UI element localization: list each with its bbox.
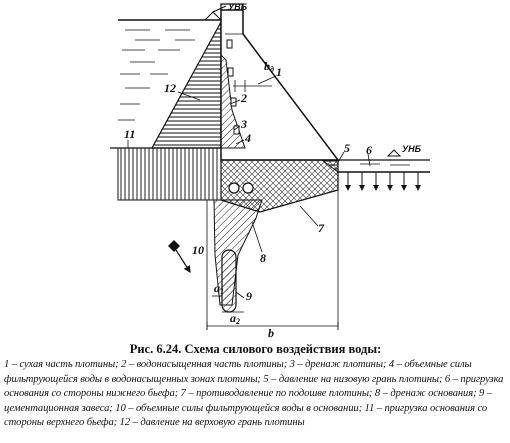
- label-8: 8: [260, 251, 266, 265]
- label-1: 1: [276, 65, 282, 79]
- dim-a1: a1: [214, 281, 224, 296]
- dam-force-diagram: УВБ УНБ: [110, 2, 430, 340]
- downstream-level-label: УНБ: [402, 144, 422, 154]
- dim-a2: a2: [230, 311, 240, 326]
- label-6: 6: [366, 143, 372, 157]
- caption-title: Рис. 6.24. Схема силового воздействия во…: [129, 342, 382, 356]
- label-3: 3: [240, 117, 247, 131]
- base-uplift-diagram: [220, 159, 339, 213]
- label-9: 9: [246, 289, 252, 303]
- upstream-surcharge: [117, 147, 222, 201]
- dam-drain: [226, 39, 240, 135]
- downstream-surcharge: [345, 172, 421, 191]
- upstream-pressure-diagram: [150, 21, 222, 149]
- downstream-pressure: [320, 159, 339, 173]
- label-7: 7: [318, 221, 325, 235]
- dim-b: b: [268, 326, 274, 340]
- dam-crest: [220, 3, 244, 10]
- figure-caption: Рис. 6.24. Схема силового воздействия во…: [4, 342, 507, 431]
- downstream-water: [338, 163, 430, 173]
- label-11: 11: [124, 127, 135, 141]
- upstream-level-marker: УВБ: [203, 2, 248, 21]
- label-4: 4: [244, 131, 251, 145]
- downstream-level-marker: УНБ: [386, 144, 422, 157]
- seepage-force-arrow: [168, 240, 191, 274]
- label-10: 10: [192, 243, 204, 257]
- caption-text: 1 – сухая часть плотины; 2 – водонасыщен…: [4, 359, 504, 428]
- label-2: 2: [240, 91, 247, 105]
- leader-lines: [127, 75, 371, 299]
- upstream-level-label: УВБ: [228, 2, 248, 12]
- foundation-drain: [221, 249, 237, 313]
- label-12: 12: [164, 81, 176, 95]
- dimension-lines: [206, 295, 339, 330]
- label-5: 5: [344, 141, 350, 155]
- dim-bd: bд: [264, 59, 274, 74]
